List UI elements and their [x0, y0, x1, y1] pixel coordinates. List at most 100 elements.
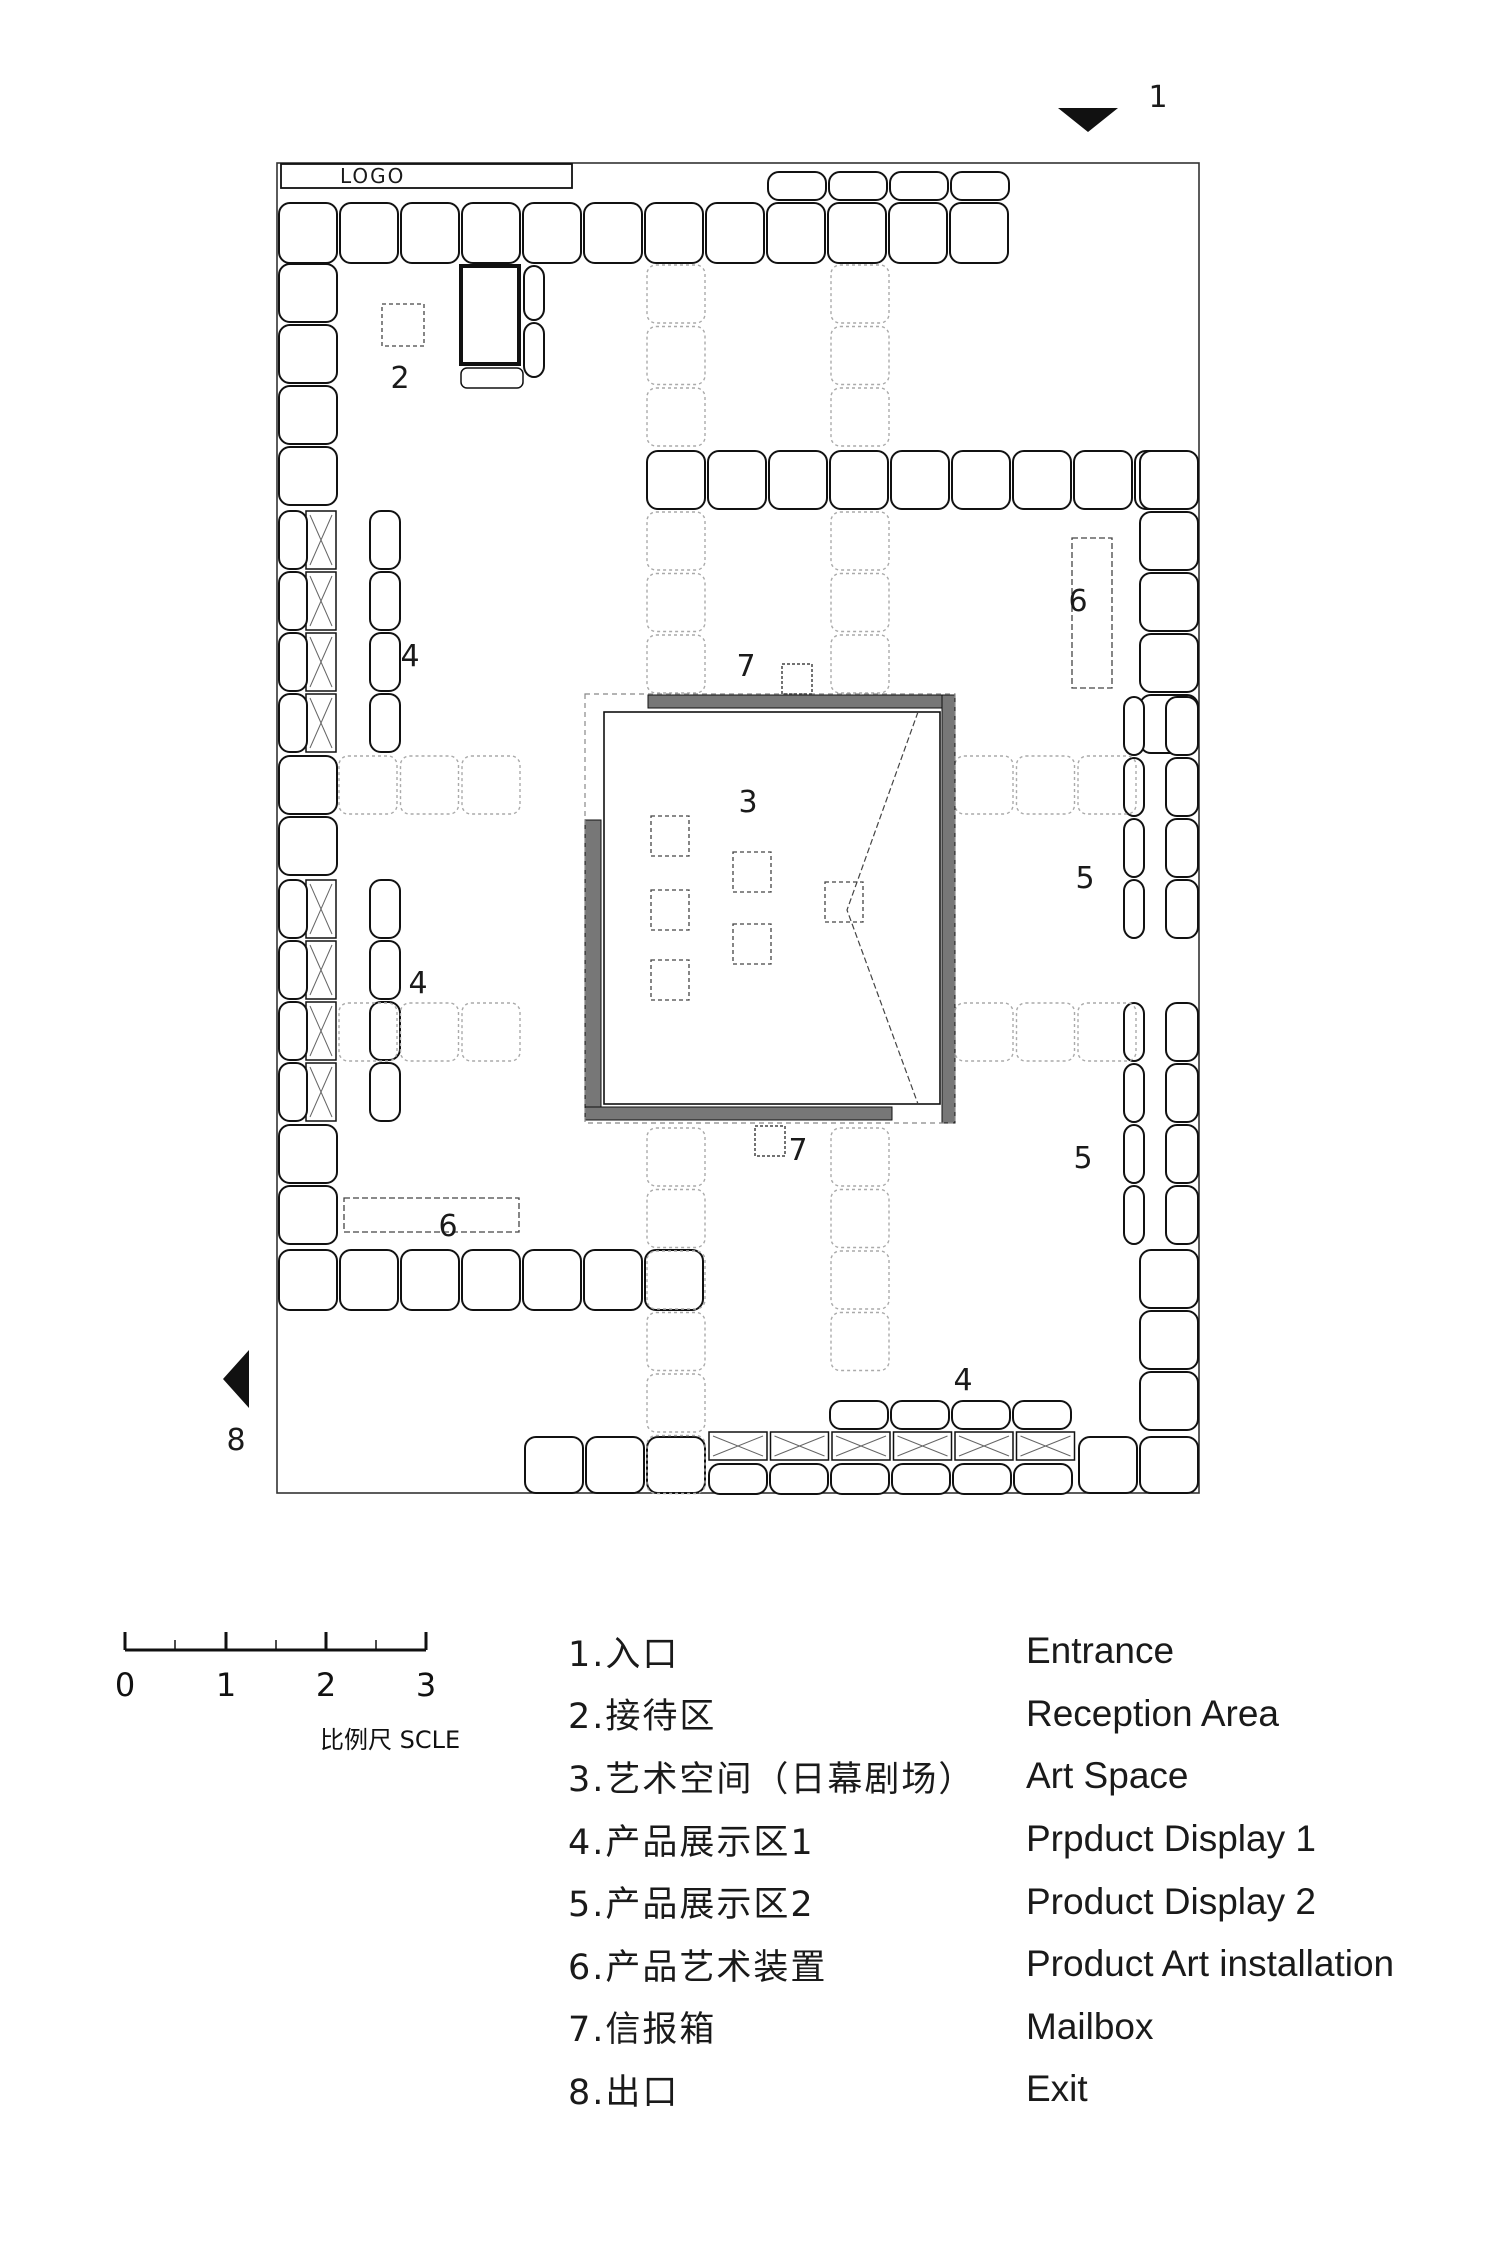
display-block: [1165, 1124, 1199, 1184]
plan-label-entrance: 1: [1148, 80, 1167, 115]
display-block: [278, 816, 338, 876]
display-cube: [824, 881, 864, 923]
display-block: [949, 202, 1009, 264]
exit-arrow-icon: [223, 1350, 249, 1408]
display-block: [583, 202, 643, 264]
display-block: [1139, 633, 1199, 693]
display-block: [890, 450, 950, 510]
display-block: [829, 450, 889, 510]
dashed-block: [830, 1311, 890, 1372]
display-block: [278, 202, 338, 264]
logo-box: [280, 163, 573, 189]
legend-zh: 3.艺术空间（日幕剧场）: [568, 1759, 976, 1800]
display-block: [951, 450, 1011, 510]
display-block: [768, 450, 828, 510]
legend-zh: 5.产品展示区2: [568, 1885, 815, 1926]
display-block: [1123, 696, 1145, 756]
display-block: [278, 879, 308, 939]
display-block: [522, 202, 582, 264]
display-block: [523, 265, 545, 321]
dashed-block: [1015, 755, 1076, 815]
display-block: [278, 446, 338, 506]
dashed-block: [338, 755, 398, 815]
dashed-block: [830, 511, 890, 571]
display-block: [644, 202, 704, 264]
display-block: [369, 879, 401, 939]
legend-en: Entrance: [1026, 1630, 1175, 1672]
dashed-block: [1077, 1002, 1137, 1062]
display-block: [278, 1185, 338, 1245]
display-block: [369, 1062, 401, 1122]
art-space-floor: [603, 711, 941, 1105]
shelf-cross: [309, 575, 333, 627]
dashed-block: [646, 1373, 706, 1433]
scale-tick-label: 3: [416, 1666, 436, 1704]
legend-row: 2.接待区 Reception Area: [568, 1683, 1468, 1746]
display-block: [1012, 450, 1072, 510]
shelf-cross: [309, 636, 333, 688]
shelf-cross: [1020, 1435, 1071, 1457]
display-block: [890, 1400, 950, 1430]
display-block: [369, 1001, 401, 1061]
display-block: [1123, 757, 1145, 817]
legend-en: Reception Area: [1026, 1692, 1280, 1734]
display-block: [1078, 1436, 1138, 1494]
display-block: [707, 450, 767, 510]
dashed-block: [1077, 755, 1137, 815]
plan-label-display2-a: 5: [1075, 861, 1094, 896]
display-block: [1139, 1436, 1199, 1494]
display-block: [461, 1249, 521, 1311]
shelf-cross: [309, 1066, 333, 1118]
dashed-block: [646, 387, 706, 447]
shelf-cross: [712, 1435, 764, 1457]
display-block: [1012, 1400, 1072, 1430]
display-block: [278, 1001, 308, 1061]
shelf-cross: [309, 1005, 333, 1057]
sofa-seat: [460, 367, 524, 389]
display-block: [278, 755, 338, 815]
display-block: [829, 1400, 889, 1430]
display-block: [1139, 572, 1199, 632]
display-block: [891, 1463, 951, 1495]
display-cube: [650, 959, 690, 1001]
display-block: [278, 1249, 338, 1311]
plan-label-display2-b: 5: [1073, 1141, 1092, 1176]
plan-label-mailbox-a: 7: [736, 649, 755, 684]
display-block: [1013, 1463, 1073, 1495]
plan-label-reception: 2: [390, 361, 409, 396]
dashed-block: [646, 1311, 706, 1372]
shelf-cross: [835, 1435, 887, 1457]
display-block: [646, 1436, 706, 1494]
display-block: [1165, 1185, 1199, 1245]
dashed-block: [461, 755, 521, 815]
dashed-block: [646, 1434, 706, 1495]
shelf-cross: [774, 1435, 825, 1457]
dashed-block: [399, 1002, 460, 1062]
art-space-wall: [941, 694, 956, 1124]
reception-desk: [381, 303, 425, 347]
projection-fan: [846, 711, 919, 1105]
display-block: [888, 202, 948, 264]
legend-zh: 2.接待区: [568, 1697, 717, 1738]
legend-en: Product Display 2: [1026, 1880, 1316, 1922]
legend-zh: 6.产品艺术装置: [568, 1947, 828, 1988]
display-cube: [732, 851, 772, 893]
shelf-unit: [769, 1431, 830, 1461]
display-block: [278, 1062, 308, 1122]
display-block: [1123, 1002, 1145, 1062]
art-installation: [343, 1197, 520, 1233]
dashed-block: [461, 1002, 521, 1062]
dashed-block: [1015, 1002, 1076, 1062]
display-block: [1165, 879, 1199, 939]
display-block: [1139, 1371, 1199, 1431]
plan-label-mailbox-b: 7: [788, 1133, 807, 1168]
display-block: [705, 202, 765, 264]
display-block: [369, 571, 401, 631]
display-block: [827, 202, 887, 264]
display-block: [278, 263, 338, 323]
